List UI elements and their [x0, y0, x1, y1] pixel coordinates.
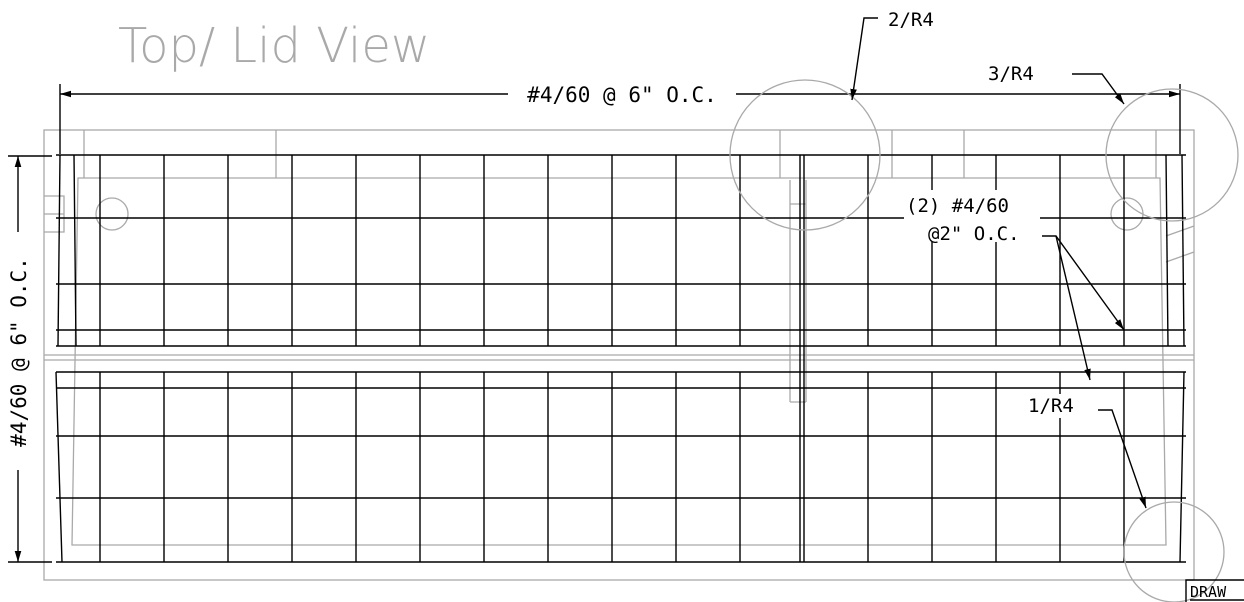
vertical-dimension: #4/60 @ 6" O.C. — [7, 155, 52, 563]
detail-callout-circles — [729, 79, 1239, 602]
detail-3-callout: 3/R4 — [988, 63, 1125, 105]
detail-3-label: 3/R4 — [988, 63, 1034, 85]
rebar-edge — [57, 154, 61, 347]
dim-horizontal-label: #4/60 @ 6" O.C. — [527, 83, 717, 107]
view-title: Top/ Lid View — [118, 18, 430, 74]
detail-1-callout: 1/R4 — [1026, 394, 1147, 509]
rebar-edge — [73, 154, 77, 347]
rebar-edge — [1179, 371, 1185, 563]
note-line-2: @2" O.C. — [928, 223, 1020, 245]
dim-vertical-label: #4/60 @ 6" O.C. — [7, 257, 31, 447]
bar-spacing-note: (2) #4/60 @2" O.C. — [904, 190, 1125, 381]
detail-2-label: 2/R4 — [888, 9, 934, 31]
drawing-stamp: DRAW — [1185, 579, 1244, 602]
rebar-edge — [1165, 154, 1169, 347]
note-line-1: (2) #4/60 — [906, 195, 1009, 217]
horizontal-dimension: #4/60 @ 6" O.C. — [59, 83, 1181, 154]
detail-2-callout: 2/R4 — [850, 9, 934, 101]
rebar-edge — [1181, 154, 1185, 347]
rebar-edge — [55, 371, 63, 563]
lid-outline — [43, 129, 1195, 581]
stamp-label: DRAW — [1190, 583, 1227, 601]
rebar-grid — [55, 154, 1186, 563]
detail-1-label: 1/R4 — [1028, 395, 1074, 417]
